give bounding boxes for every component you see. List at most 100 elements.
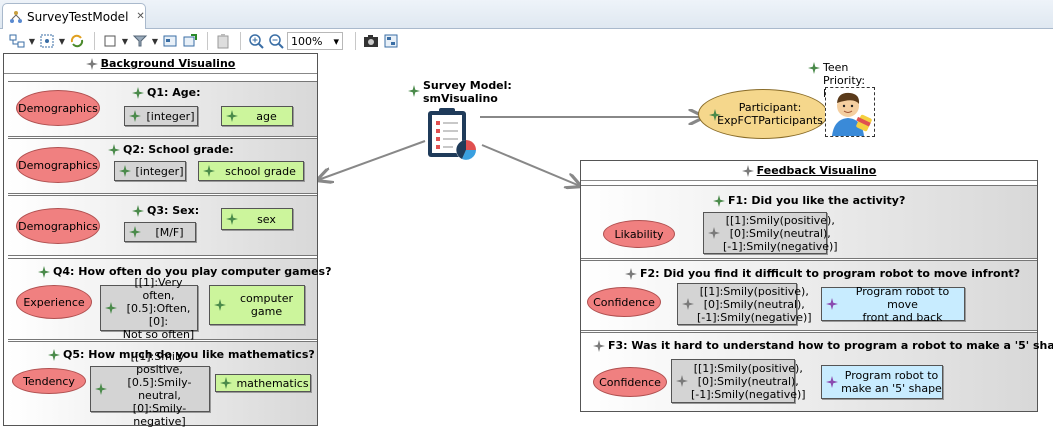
question-title: Q5: How much do you like mathematics? bbox=[48, 348, 315, 361]
question-title: Q2: School grade: bbox=[108, 143, 234, 156]
star-icon bbox=[226, 110, 238, 122]
question-title: Q3: Sex: bbox=[132, 204, 199, 217]
connector-survey-feedback bbox=[481, 144, 580, 186]
star-icon bbox=[119, 165, 131, 177]
zoom-value: 100% bbox=[291, 34, 323, 48]
answer-type-box[interactable]: [M/F] bbox=[124, 222, 196, 242]
question-section[interactable]: F3: Was it hard to understand how to pro… bbox=[581, 332, 1053, 411]
variable-box[interactable]: mathematics bbox=[215, 374, 311, 392]
category-ellipse[interactable]: Confidence bbox=[587, 287, 661, 317]
chevron-down-icon: ▾ bbox=[333, 34, 339, 48]
close-icon[interactable]: ✕ bbox=[136, 11, 145, 22]
star-icon bbox=[129, 226, 141, 238]
question-title: Q1: Age: bbox=[132, 86, 200, 99]
model-icon bbox=[9, 10, 23, 24]
chevron-down-icon[interactable]: ▼ bbox=[28, 36, 36, 46]
star-icon bbox=[713, 194, 725, 207]
zoom-select[interactable]: 100% ▾ bbox=[287, 32, 343, 50]
container-title: Feedback Visualino bbox=[581, 161, 1037, 181]
clipboard-icon[interactable] bbox=[214, 32, 232, 50]
star-icon bbox=[95, 383, 107, 395]
chevron-down-icon[interactable]: ▼ bbox=[121, 36, 129, 46]
question-title: F2: Did you find it difficult to program… bbox=[625, 267, 1020, 280]
answer-type-box[interactable]: [[1]:Smily(positive), [0]:Smily(neutral)… bbox=[677, 283, 812, 325]
category-ellipse[interactable]: Demographics bbox=[16, 208, 100, 244]
participant-ellipse[interactable]: Participant: ExpFCTParticipants bbox=[698, 89, 828, 139]
filter-icon[interactable] bbox=[131, 32, 149, 50]
answer-type-box[interactable]: [[1]:Very often, [0.5]:Often, [0]: Not s… bbox=[100, 276, 198, 341]
clipboard-survey-icon bbox=[424, 105, 482, 166]
category-ellipse[interactable]: Demographics bbox=[16, 90, 100, 126]
export-icon[interactable] bbox=[181, 32, 199, 50]
select-all-icon[interactable] bbox=[8, 32, 26, 50]
layout-icon[interactable] bbox=[382, 32, 400, 50]
star-icon bbox=[625, 267, 637, 280]
star-icon bbox=[132, 86, 144, 99]
answer-type-box[interactable]: [integer] bbox=[114, 161, 186, 181]
star-icon bbox=[108, 143, 120, 156]
task-box[interactable]: Program robot to make an '5' shape bbox=[821, 365, 943, 399]
question-section[interactable]: Q2: School grade: Demographics [integer]… bbox=[8, 138, 317, 194]
variable-box[interactable]: computer game bbox=[209, 285, 305, 325]
question-title: Q4: How often do you play computer games… bbox=[38, 265, 331, 278]
camera-icon[interactable] bbox=[362, 32, 380, 50]
star-icon bbox=[203, 165, 215, 177]
question-section[interactable]: Q4: How often do you play computer games… bbox=[8, 258, 331, 341]
teen-avatar-icon bbox=[825, 87, 875, 137]
zoom-in-icon[interactable] bbox=[247, 32, 265, 50]
connector-survey-background bbox=[318, 140, 426, 180]
star-icon bbox=[682, 298, 694, 310]
question-section[interactable]: Q5: How much do you like mathematics? Te… bbox=[8, 341, 317, 428]
answer-type-box[interactable]: [[1]:Smily(positive), [0]:Smily(neutral)… bbox=[671, 359, 806, 403]
category-ellipse[interactable]: Confidence bbox=[593, 367, 667, 397]
question-section[interactable]: F2: Did you find it difficult to program… bbox=[581, 260, 1037, 331]
connector-layer bbox=[0, 53, 1053, 431]
star-icon bbox=[408, 85, 420, 97]
survey-model-label: Survey Model: smVisualino bbox=[408, 79, 512, 105]
star-icon bbox=[741, 164, 754, 177]
feedback-visualino-container[interactable]: Feedback Visualino F1: Did you like the … bbox=[580, 160, 1053, 412]
star-icon bbox=[593, 339, 605, 352]
variable-box[interactable]: school grade bbox=[198, 161, 304, 181]
star-icon bbox=[708, 227, 720, 239]
category-ellipse[interactable]: Tendency bbox=[12, 368, 86, 394]
tab-survey-test-model[interactable]: SurveyTestModel ✕ bbox=[2, 3, 146, 29]
star-icon bbox=[709, 109, 721, 121]
survey-model-node[interactable]: Survey Model: smVisualino bbox=[404, 77, 514, 167]
diagram-view-icon[interactable] bbox=[161, 32, 179, 50]
variable-box[interactable]: age bbox=[221, 106, 293, 126]
star-icon bbox=[826, 298, 838, 310]
editor-tab-bar: SurveyTestModel ✕ bbox=[0, 0, 1053, 29]
category-ellipse[interactable]: Demographics bbox=[16, 147, 100, 183]
category-ellipse[interactable]: Experience bbox=[16, 285, 92, 319]
arrange-icon[interactable] bbox=[38, 32, 56, 50]
star-icon bbox=[676, 375, 688, 387]
question-section[interactable]: Q3: Sex: Demographics [M/F] sex bbox=[8, 195, 317, 256]
layers-icon[interactable] bbox=[101, 32, 119, 50]
container-title: Background Visualino bbox=[4, 54, 317, 74]
diagram-toolbar: ▼ ▼ ▼ ▼ 100% ▾ bbox=[0, 29, 1053, 53]
task-box[interactable]: Program robot to move front and back bbox=[821, 285, 965, 324]
question-section[interactable]: F1: Did you like the activity? Likabilit… bbox=[581, 185, 1037, 259]
question-title: F3: Was it hard to understand how to pro… bbox=[593, 339, 1053, 352]
refresh-icon[interactable] bbox=[68, 32, 86, 50]
chevron-down-icon[interactable]: ▼ bbox=[151, 36, 159, 46]
star-icon bbox=[85, 57, 98, 70]
answer-type-box[interactable]: [[1]:Smily(positive), [0]:Smily(neutral)… bbox=[703, 212, 838, 254]
question-section[interactable]: Q1: Age: Demographics [integer] age bbox=[8, 81, 317, 137]
star-icon bbox=[38, 265, 50, 278]
background-visualino-container[interactable]: Background Visualino Q1: Age: Demographi… bbox=[3, 53, 331, 428]
star-icon bbox=[808, 61, 820, 74]
participant-node[interactable]: Teen Priority: High Participant: ExpFCTP… bbox=[698, 59, 888, 144]
tab-label: SurveyTestModel bbox=[27, 9, 129, 24]
answer-type-box[interactable]: [[1]:Smily-positive, [0.5]:Smily-neutral… bbox=[90, 350, 210, 428]
chevron-down-icon[interactable]: ▼ bbox=[58, 36, 66, 46]
star-icon bbox=[105, 302, 117, 314]
variable-box[interactable]: sex bbox=[221, 208, 293, 230]
star-icon bbox=[132, 204, 144, 217]
zoom-out-icon[interactable] bbox=[267, 32, 285, 50]
answer-type-box[interactable]: [integer] bbox=[124, 106, 198, 126]
diagram-canvas[interactable]: Background Visualino Q1: Age: Demographi… bbox=[0, 53, 1053, 431]
category-ellipse[interactable]: Likability bbox=[603, 220, 675, 248]
star-icon bbox=[129, 110, 141, 122]
